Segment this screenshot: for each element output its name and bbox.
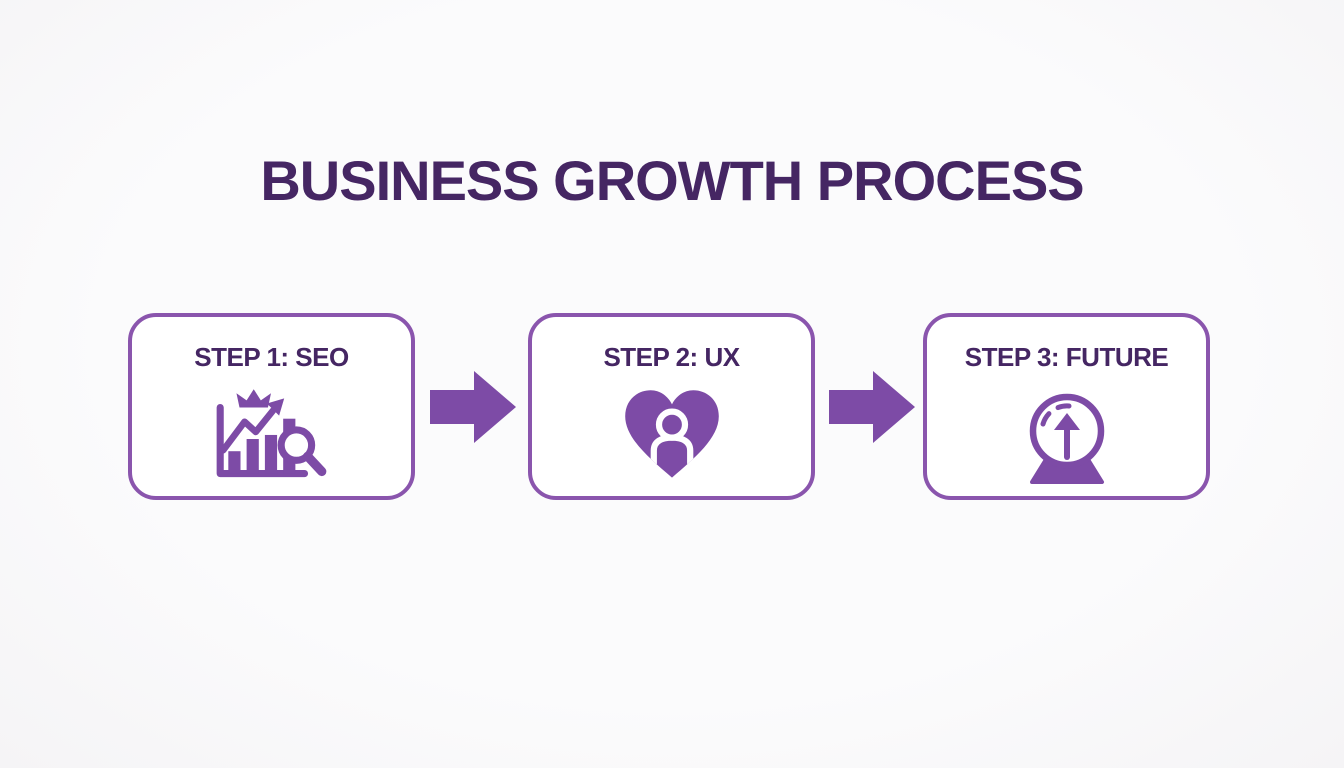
step-card-future: STEP 3: FUTURE xyxy=(923,313,1210,500)
right-arrow-icon xyxy=(829,371,915,443)
step-label: STEP 1: SEO xyxy=(194,342,349,372)
step-card-seo: STEP 1: SEO xyxy=(128,313,415,500)
crystal-ball-up-arrow-icon xyxy=(1012,387,1122,492)
step-label: STEP 3: FUTURE xyxy=(964,342,1169,372)
heart-user-icon xyxy=(620,387,724,488)
diagram-title: BUSINESS GROWTH PROCESS xyxy=(260,149,1084,212)
step-label: STEP 2: UX xyxy=(603,342,740,372)
step-card-ux: STEP 2: UX xyxy=(528,313,815,500)
right-arrow-icon xyxy=(430,371,516,443)
seo-chart-crown-magnifier-icon xyxy=(208,387,335,494)
